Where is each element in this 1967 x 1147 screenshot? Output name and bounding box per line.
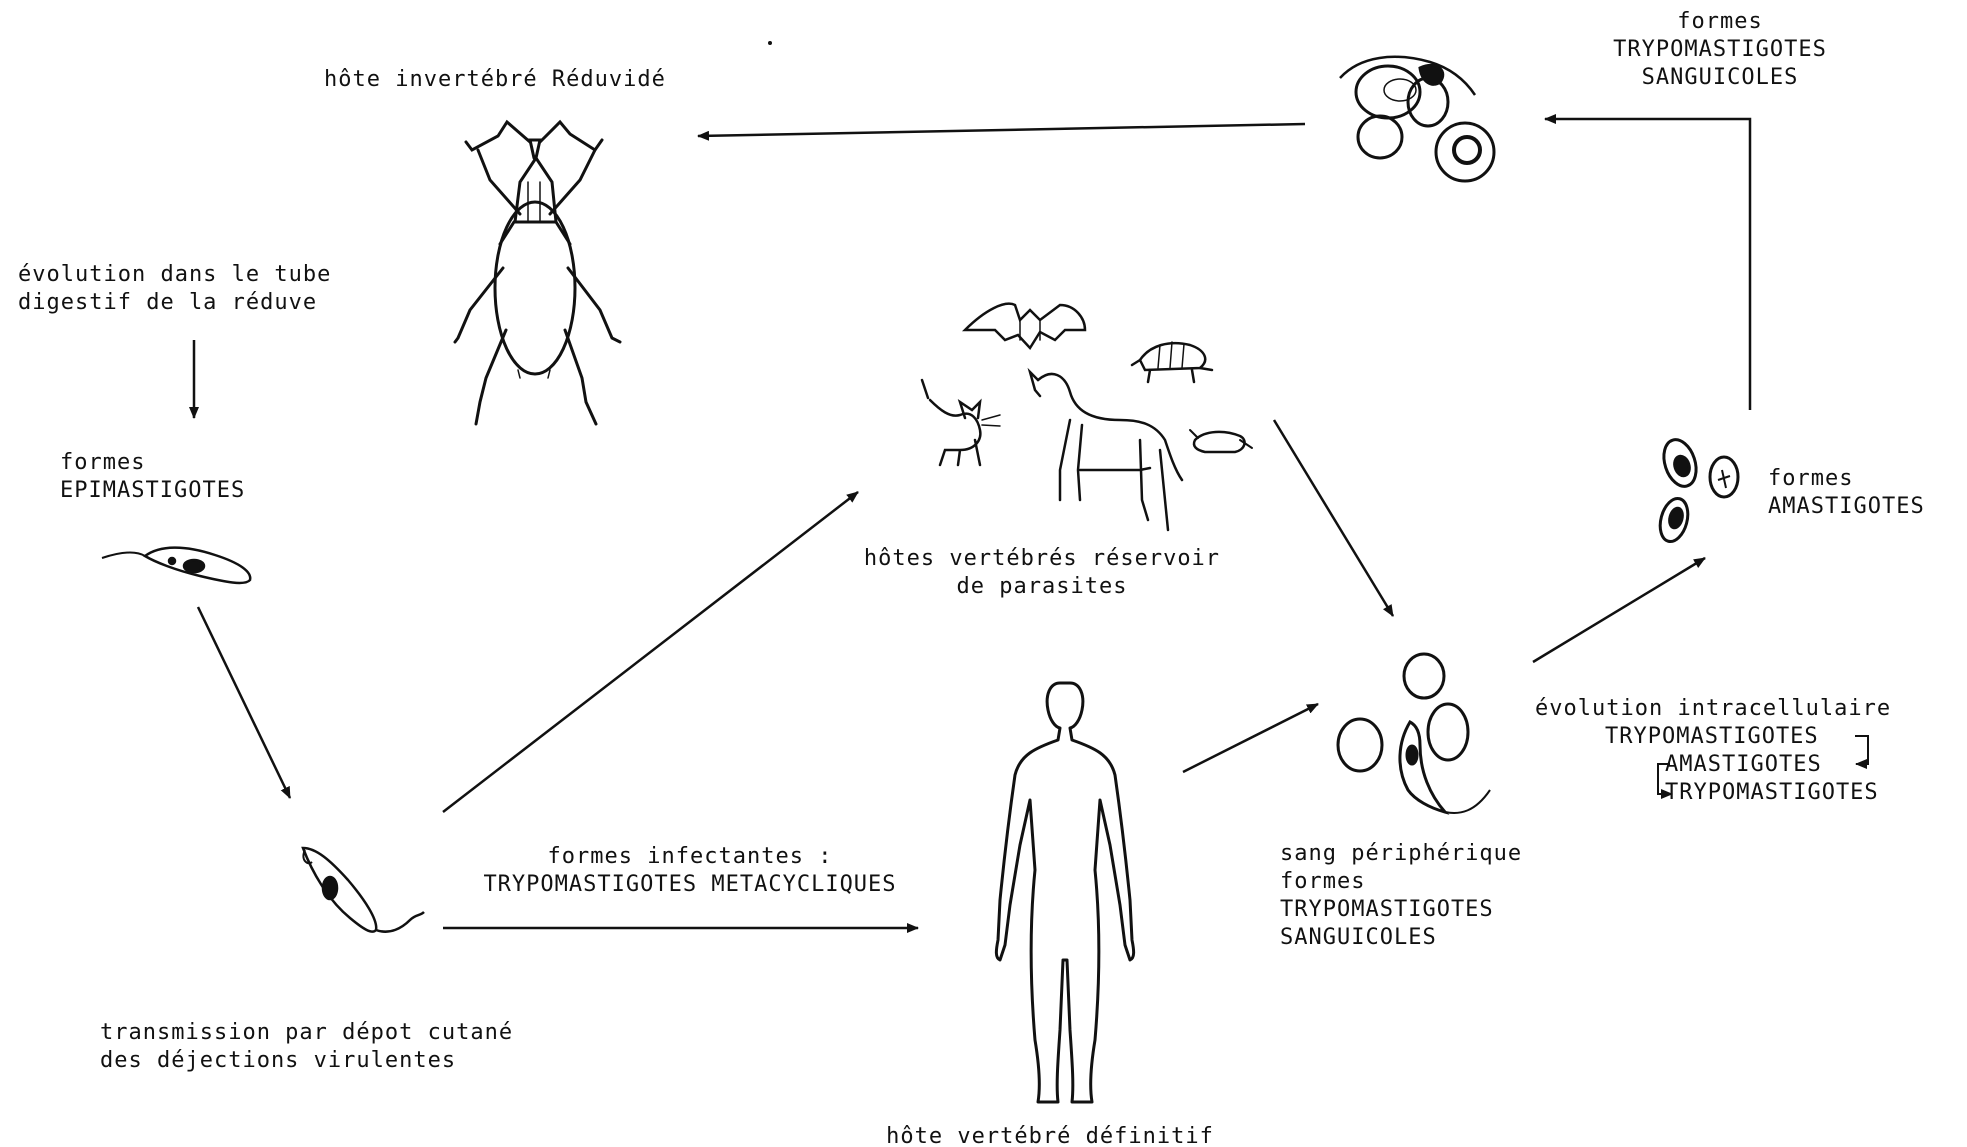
stray-dot [768, 41, 772, 45]
cycle-arrows [194, 119, 1750, 928]
blood-cells-top [1340, 57, 1494, 181]
reduvid-bug-illustration [455, 122, 620, 424]
arrow-metacyclic-to-reservoir [443, 492, 858, 812]
arrow-blood-to-insect [698, 124, 1305, 136]
reservoir-animals-illustration [922, 304, 1252, 530]
arrow-blood-to-amastigote [1533, 558, 1705, 662]
label-blood-trypo-top: formes TRYPOMASTIGOTES SANGUICOLES [1570, 8, 1870, 92]
label-epimastigotes: formes EPIMASTIGOTES [60, 449, 245, 505]
epimastigote-illustration [102, 548, 250, 583]
label-transmission: transmission par dépot cutané des déject… [100, 1019, 513, 1075]
label-definitive-host: hôte vertébré définitif [820, 1123, 1280, 1147]
arrow-amastigote-to-blood-top [1545, 119, 1750, 410]
amastigotes-illustration [1656, 436, 1738, 545]
label-intracellular: évolution intracellulaire TRYPOMASTIGOTE… [1535, 695, 1965, 807]
label-reservoir: hôtes vertébrés réservoir de parasites [842, 545, 1242, 601]
label-evolution-gut: évolution dans le tube digestif de la ré… [18, 261, 331, 317]
label-infective-forms: formes infectantes : TRYPOMASTIGOTES MET… [430, 843, 950, 899]
label-peripheral-blood: sang périphérique formes TRYPOMASTIGOTES… [1280, 840, 1522, 952]
human-silhouette [996, 683, 1133, 1102]
metacyclic-trypomastigote-illustration [303, 848, 424, 932]
arrow-epimastigote-to-metacyclic [198, 607, 290, 798]
arrow-human-to-blood [1183, 704, 1318, 772]
blood-cells-peripheral [1338, 654, 1490, 813]
label-insect-host: hôte invertébré Réduvidé [324, 66, 666, 94]
label-amastigotes: formes AMASTIGOTES [1768, 465, 1925, 521]
arrow-reservoir-to-blood [1274, 420, 1393, 616]
